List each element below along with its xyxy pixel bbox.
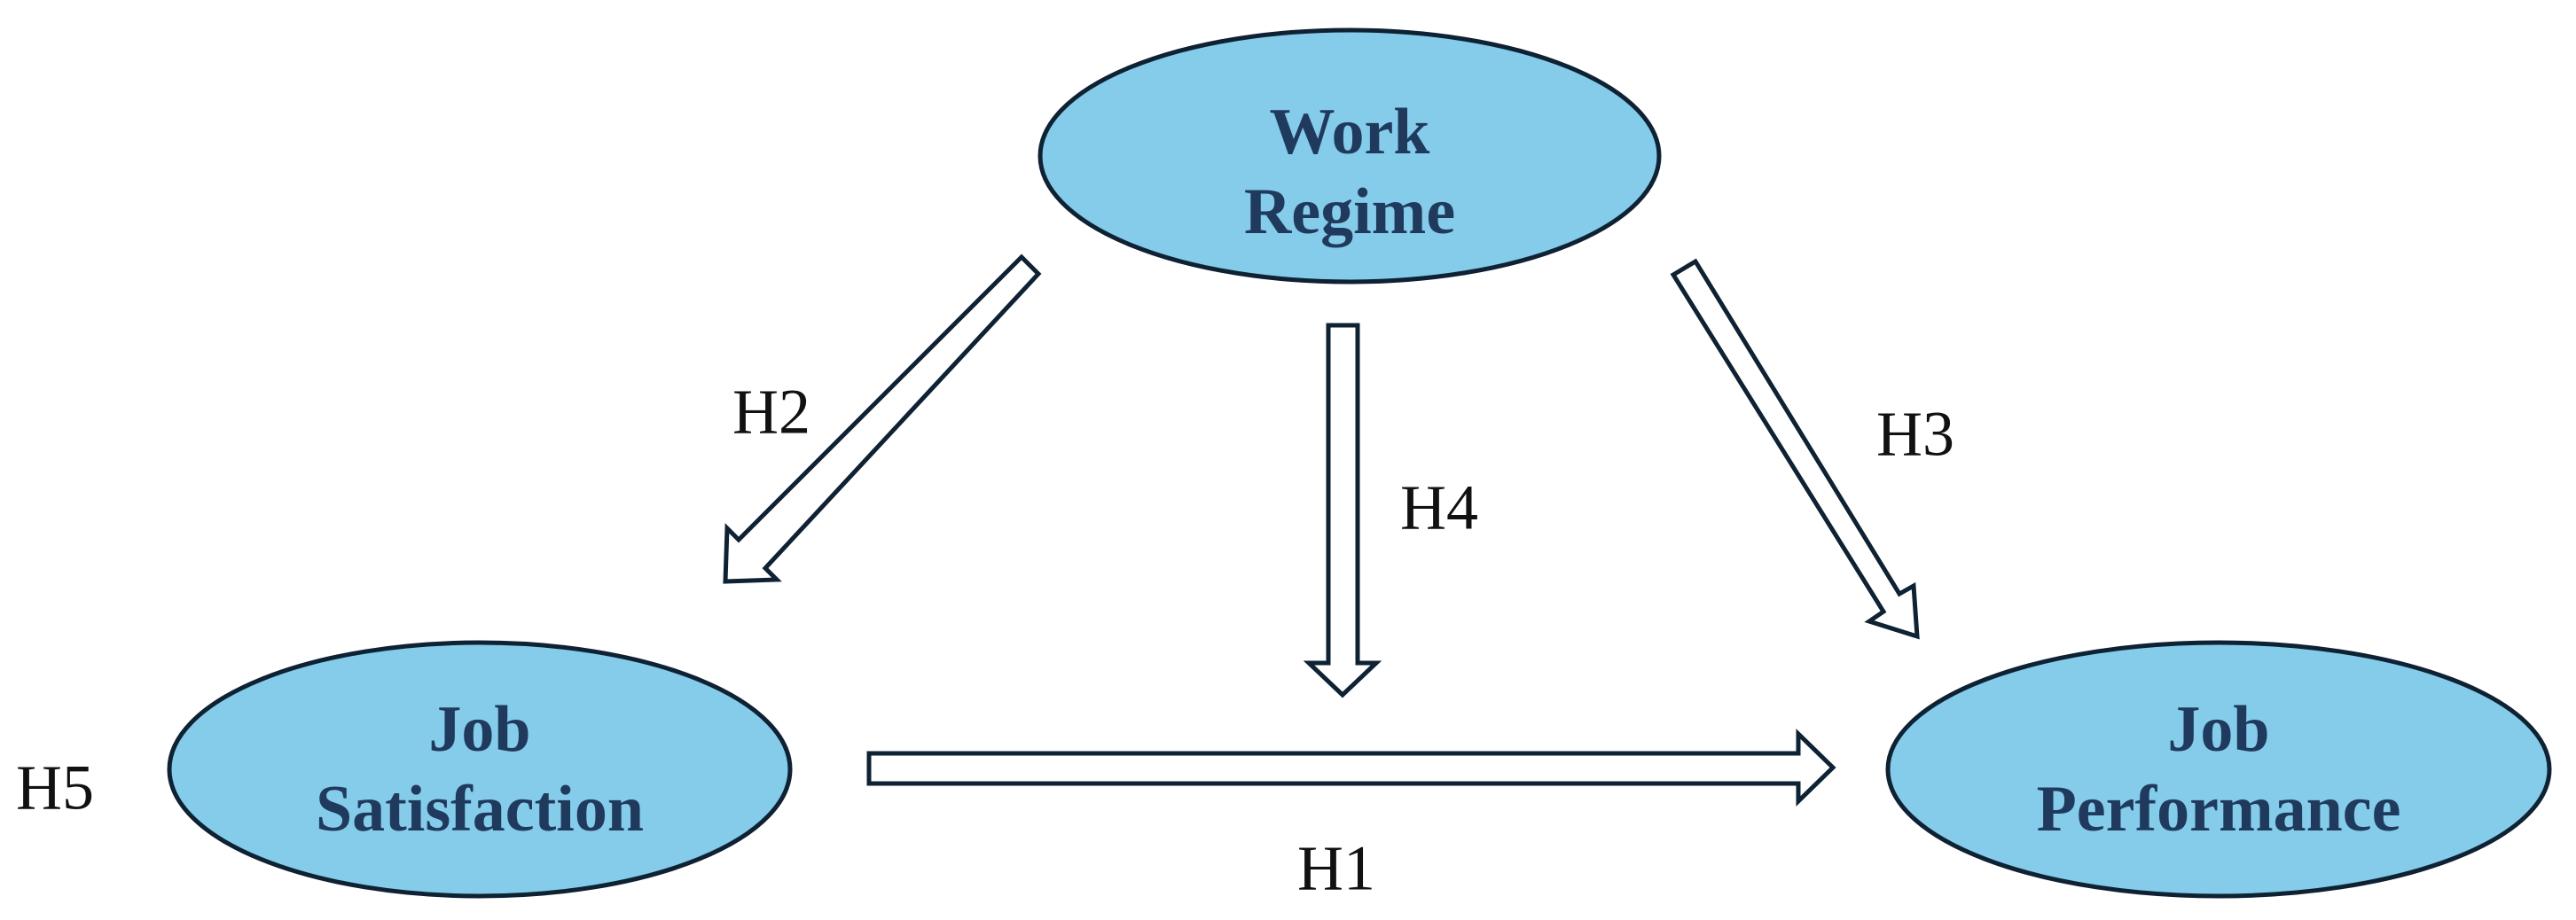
label-h1: H1 bbox=[1297, 833, 1375, 904]
job-performance-ellipse bbox=[1885, 640, 2552, 899]
node-job-performance: Job Performance bbox=[1885, 640, 2552, 899]
job-satisfaction-ellipse bbox=[167, 640, 793, 899]
label-h3: H3 bbox=[1876, 399, 1954, 470]
work-regime-label-line2: Regime bbox=[1244, 175, 1455, 248]
label-h2: H2 bbox=[732, 377, 810, 448]
arrow-h1 bbox=[866, 729, 1836, 807]
node-job-satisfaction: Job Satisfaction bbox=[167, 640, 793, 899]
label-h4: H4 bbox=[1400, 472, 1478, 543]
node-work-regime: Work Regime bbox=[1037, 27, 1662, 285]
arrow-h4 bbox=[1303, 323, 1382, 698]
work-regime-ellipse bbox=[1037, 27, 1662, 285]
arrow-h3 bbox=[1670, 258, 1920, 640]
job-performance-label-line2: Performance bbox=[2037, 773, 2401, 846]
arrow-h2 bbox=[723, 253, 1042, 584]
label-h5: H5 bbox=[16, 752, 94, 823]
job-performance-label-line1: Job bbox=[2167, 693, 2269, 766]
job-satisfaction-label-line1: Job bbox=[428, 693, 530, 766]
job-satisfaction-label-line2: Satisfaction bbox=[316, 773, 644, 846]
work-regime-label-line1: Work bbox=[1270, 96, 1431, 168]
